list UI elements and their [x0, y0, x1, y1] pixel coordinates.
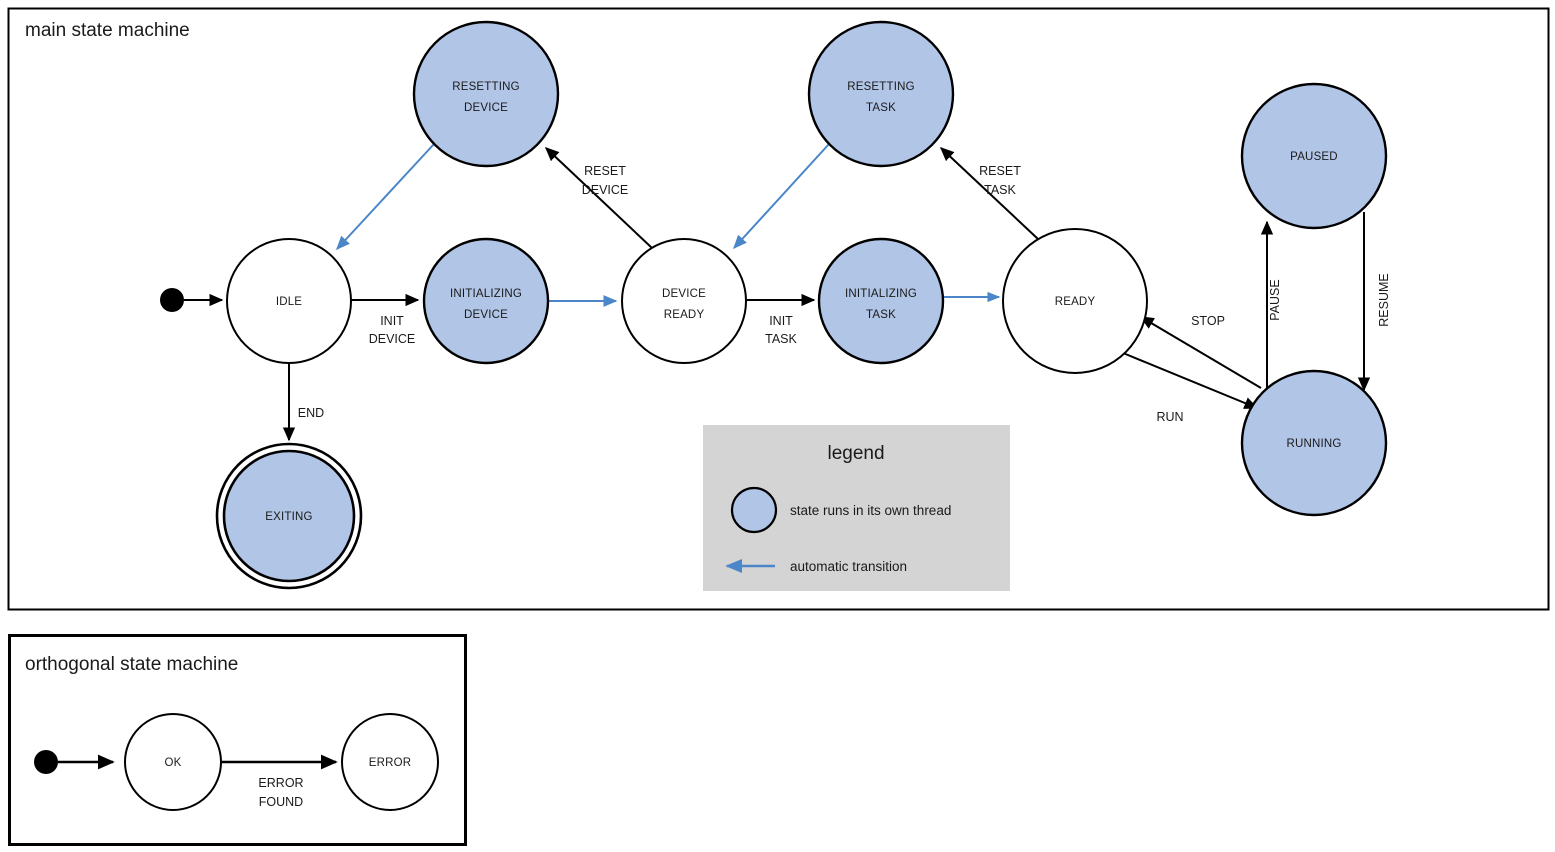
ortho-initial-state-marker — [34, 750, 58, 774]
state-node-resetting-task[interactable]: RESETTING TASK — [807, 20, 955, 168]
transition-resetting-task-device-ready — [733, 143, 830, 250]
transition-label: PAUSE — [1268, 279, 1282, 320]
state-label: ERROR — [369, 757, 412, 769]
state-label: EXITING — [265, 511, 312, 523]
state-node-paused[interactable]: PAUSED — [1240, 82, 1388, 230]
state-label: READY — [664, 309, 705, 321]
orthogonal-frame-title: orthogonal state machine — [25, 654, 238, 675]
main-frame-title: main state machine — [25, 20, 190, 41]
state-label: INITIALIZING — [450, 288, 522, 300]
transition-label: DEVICE — [582, 183, 629, 197]
transition-idle-init-device: INIT DEVICE — [351, 293, 420, 346]
transition-label: INIT — [380, 314, 404, 328]
legend-item-label: automatic transition — [790, 559, 907, 574]
state-node-exiting[interactable]: EXITING — [215, 442, 363, 590]
state-label: DEVICE — [662, 288, 706, 300]
legend-title: legend — [827, 443, 884, 464]
state-node-idle[interactable]: IDLE — [226, 238, 352, 364]
transition-label: TASK — [984, 183, 1016, 197]
initial-state-marker — [160, 288, 184, 312]
transition-idle-exiting: END — [282, 363, 324, 442]
transition-label: ERROR — [258, 776, 303, 790]
legend: legend state runs in its own thread auto… — [703, 425, 1010, 591]
transition-device-ready-resetting-device: RESET DEVICE — [544, 147, 653, 249]
state-node-initializing-task[interactable]: INITIALIZING TASK — [817, 237, 945, 365]
transition-ready-resetting-task: RESET TASK — [939, 147, 1039, 240]
state-label: INITIALIZING — [845, 288, 917, 300]
state-label: TASK — [866, 309, 896, 321]
transition-label: STOP — [1191, 314, 1225, 328]
state-label: RUNNING — [1286, 438, 1341, 450]
legend-threaded-circle-icon — [730, 486, 778, 534]
transition-resetting-device-idle — [336, 143, 435, 251]
transition-label: END — [298, 406, 324, 420]
state-label: TASK — [866, 102, 896, 114]
transition-label: RESET — [584, 164, 626, 178]
legend-item-threaded-state: state runs in its own thread — [730, 486, 951, 534]
legend-item-automatic-transition: automatic transition — [725, 558, 907, 574]
legend-item-label: state runs in its own thread — [790, 503, 951, 518]
transition-label: RESET — [979, 164, 1021, 178]
transition-running-paused: PAUSE — [1260, 220, 1282, 398]
transition-ortho-ok-error: ERROR FOUND — [222, 754, 338, 809]
transition-label: INIT — [769, 314, 793, 328]
state-label: IDLE — [276, 296, 302, 308]
transition-running-ready: STOP — [1139, 314, 1262, 389]
state-node-device-ready[interactable]: DEVICE READY — [621, 238, 747, 364]
transition-device-ready-init-task: INIT TASK — [747, 293, 816, 346]
state-label: RESETTING — [847, 81, 915, 93]
state-node-running[interactable]: RUNNING — [1240, 369, 1388, 517]
state-node-initializing-device[interactable]: INITIALIZING DEVICE — [422, 237, 550, 365]
state-label: DEVICE — [464, 309, 508, 321]
transition-label: FOUND — [259, 795, 303, 809]
transition-label: DEVICE — [369, 332, 416, 346]
state-label: READY — [1055, 296, 1096, 308]
state-label: PAUSED — [1290, 151, 1338, 163]
state-label: OK — [164, 757, 181, 769]
state-label: RESETTING — [452, 81, 520, 93]
state-node-ready[interactable]: READY — [1002, 228, 1148, 374]
state-node-ok[interactable]: OK — [124, 713, 222, 811]
transition-label: RESUME — [1377, 273, 1391, 326]
transition-label: RUN — [1156, 410, 1183, 424]
state-label: DEVICE — [464, 102, 508, 114]
transition-paused-running: RESUME — [1357, 212, 1391, 392]
state-node-error[interactable]: ERROR — [341, 713, 439, 811]
state-node-resetting-device[interactable]: RESETTING DEVICE — [412, 20, 560, 168]
transition-ready-running: RUN — [1122, 352, 1259, 424]
transition-label: TASK — [765, 332, 797, 346]
